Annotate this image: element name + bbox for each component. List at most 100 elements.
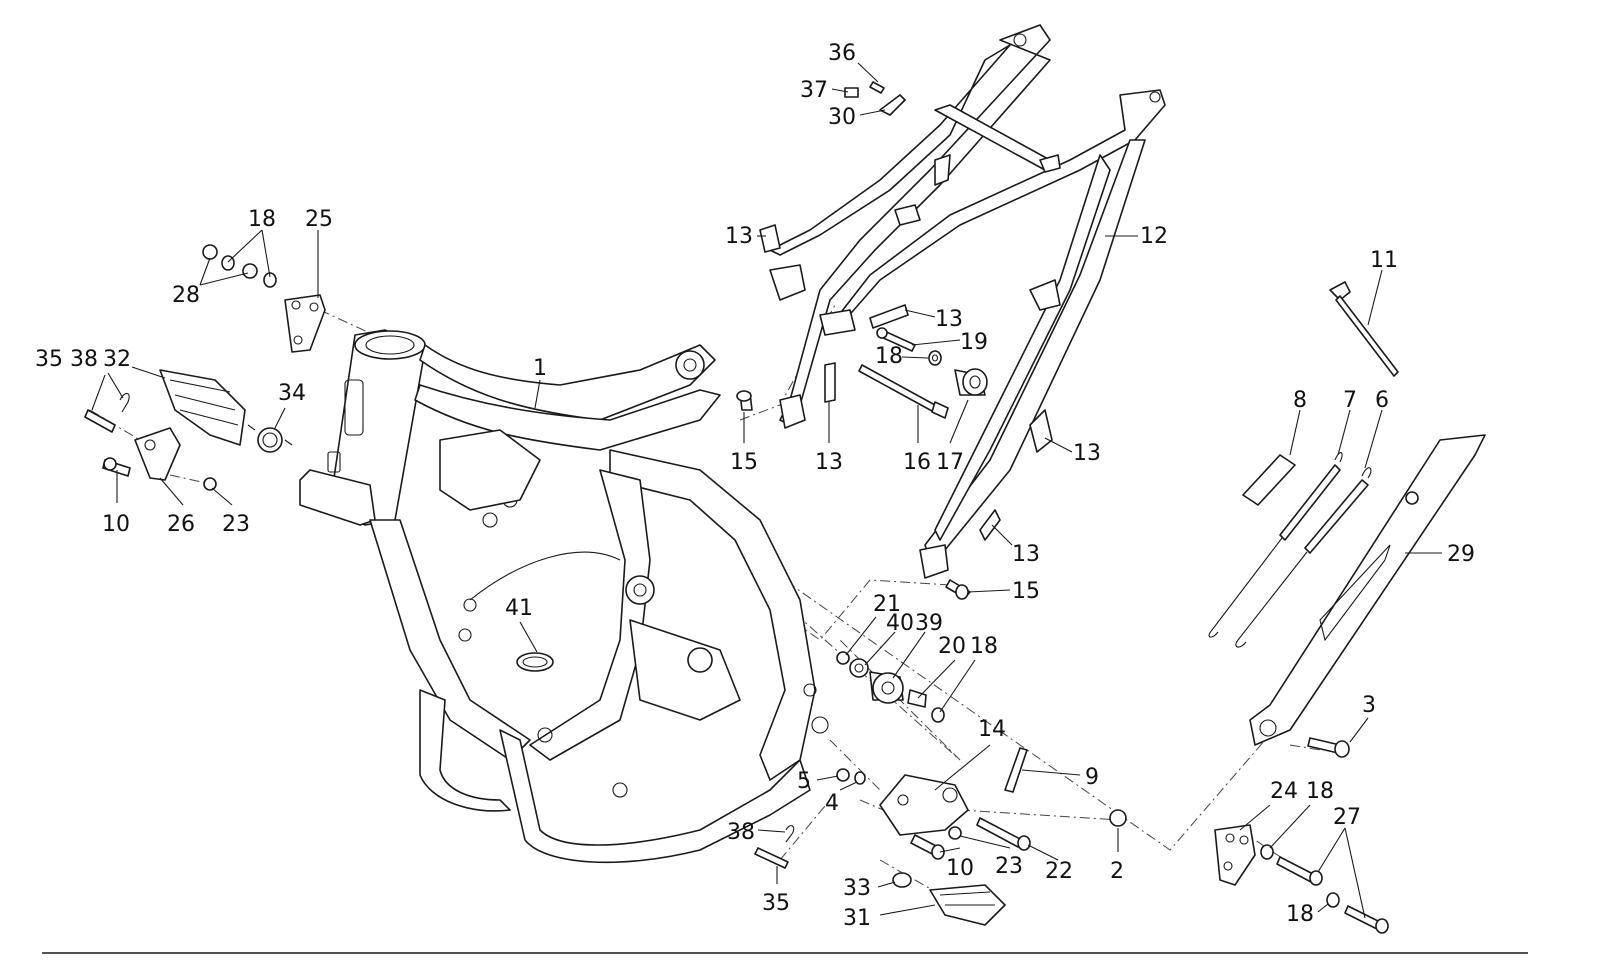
rear-subframe <box>769 24 1166 579</box>
bracket-14 <box>879 774 969 836</box>
bolt-10-b <box>910 834 945 860</box>
nut-33 <box>892 872 912 888</box>
callout-9: 9 <box>1085 765 1099 790</box>
assembly-lines <box>89 289 1321 901</box>
callout-15: 15 <box>1012 579 1040 604</box>
callout-35: 35 <box>762 891 790 916</box>
pin-35-b <box>754 847 789 869</box>
callout-37: 37 <box>800 78 828 103</box>
clip-38-a <box>119 392 130 413</box>
callout-33: 33 <box>843 876 871 901</box>
spring-7 <box>1208 452 1343 638</box>
callout-35: 35 <box>35 347 63 372</box>
bolt-22 <box>976 817 1031 851</box>
bolt-15-b <box>945 579 971 600</box>
bolt-15-a <box>736 390 753 411</box>
callout-20: 20 <box>938 634 966 659</box>
pin-35-a <box>84 409 116 433</box>
callout-22: 22 <box>1045 859 1073 884</box>
pad-13-b <box>869 304 909 329</box>
footpeg-32 <box>159 369 246 446</box>
washer-18-a2 <box>263 272 277 288</box>
bushing-2 <box>1109 809 1127 827</box>
callout-6: 6 <box>1375 388 1389 413</box>
callout-18: 18 <box>970 634 998 659</box>
pad-13-a <box>759 224 781 253</box>
callout-12: 12 <box>1140 224 1168 249</box>
callout-13: 13 <box>1073 441 1101 466</box>
bolt-10-a <box>102 457 131 477</box>
callout-10: 10 <box>946 856 974 881</box>
side-stand-29 <box>1249 434 1486 746</box>
callout-34: 34 <box>278 381 306 406</box>
bushing-39 <box>869 671 904 704</box>
callout-31: 31 <box>843 906 871 931</box>
callout-13: 13 <box>815 450 843 475</box>
washer-18-c <box>931 707 945 723</box>
callout-10: 10 <box>102 512 130 537</box>
link-9 <box>1004 747 1028 793</box>
washer-18-b <box>928 350 942 366</box>
callout-40: 40 <box>886 611 914 636</box>
washer-23-b <box>948 826 962 840</box>
pad-13-c <box>824 362 836 403</box>
callout-28: 28 <box>172 283 200 308</box>
callout-32: 32 <box>103 347 131 372</box>
spring-34 <box>247 424 293 453</box>
callout-3: 3 <box>1362 693 1376 718</box>
callout-1: 1 <box>533 356 547 381</box>
bolt-19 <box>876 327 916 352</box>
pad-13-d <box>1029 409 1053 453</box>
plate-24 <box>1214 824 1256 886</box>
footpeg-31 <box>929 884 1006 926</box>
clip-38-b <box>785 825 795 843</box>
screw-37 <box>844 87 859 98</box>
callout-23: 23 <box>995 854 1023 879</box>
leader-lines <box>91 62 1442 919</box>
callout-13: 13 <box>935 307 963 332</box>
bushing-17 <box>954 368 988 396</box>
callout-24: 24 <box>1270 779 1298 804</box>
callout-30: 30 <box>828 105 856 130</box>
pad-13-e <box>979 509 1001 541</box>
callout-23: 23 <box>222 512 250 537</box>
bolt-3 <box>1307 737 1350 758</box>
long-bolt-16 <box>858 364 949 419</box>
callout-labels: 36 37 30 13 12 18 25 28 11 13 19 18 35 3… <box>35 41 1475 931</box>
nut-5 <box>836 768 850 782</box>
callout-14: 14 <box>978 717 1006 742</box>
callout-39: 39 <box>915 611 943 636</box>
callout-15: 15 <box>730 450 758 475</box>
callout-29: 29 <box>1447 542 1475 567</box>
callout-27: 27 <box>1333 805 1361 830</box>
callout-25: 25 <box>305 207 333 232</box>
callout-38: 38 <box>70 347 98 372</box>
rod-11 <box>1329 281 1399 377</box>
callout-17: 17 <box>936 450 964 475</box>
callout-7: 7 <box>1343 388 1357 413</box>
callout-13: 13 <box>1012 542 1040 567</box>
callout-21: 21 <box>873 592 901 617</box>
pad-8 <box>1242 454 1296 506</box>
callout-16: 16 <box>903 450 931 475</box>
washer-40 <box>849 658 869 678</box>
callout-19: 19 <box>960 330 988 355</box>
bolt-27-b <box>1344 905 1389 934</box>
callout-18: 18 <box>248 207 276 232</box>
callout-18: 18 <box>1286 902 1314 927</box>
washer-18-d <box>1260 844 1274 860</box>
bracket-26 <box>134 427 181 481</box>
main-frame <box>299 329 829 864</box>
callout-11: 11 <box>1370 248 1398 273</box>
callout-18: 18 <box>875 344 903 369</box>
callout-26: 26 <box>167 512 195 537</box>
washer-18-e <box>1326 892 1340 908</box>
callout-13: 13 <box>725 224 753 249</box>
callout-36: 36 <box>828 41 856 66</box>
callout-38: 38 <box>727 820 755 845</box>
callout-41: 41 <box>505 596 533 621</box>
nut-28-a <box>202 244 218 260</box>
bracket-30 <box>879 94 906 116</box>
washer-23-a <box>203 477 217 491</box>
